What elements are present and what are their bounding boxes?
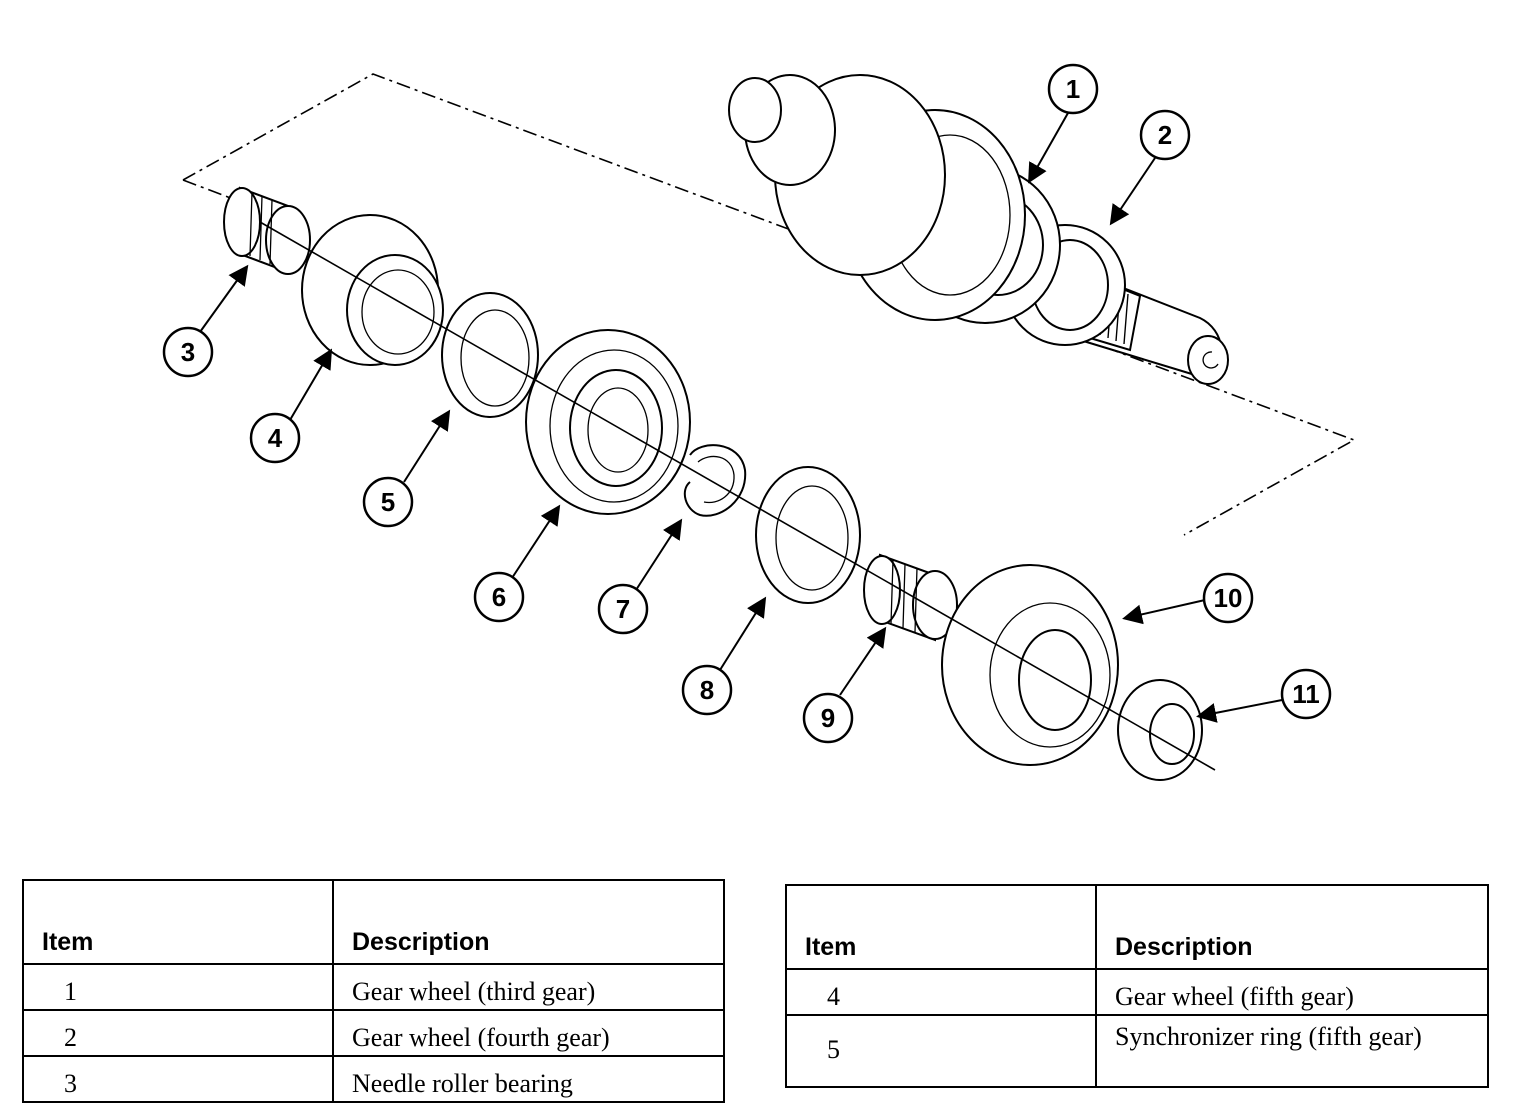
callout-8: 8 bbox=[681, 664, 733, 716]
svg-text:2: 2 bbox=[1158, 120, 1172, 150]
svg-text:7: 7 bbox=[616, 594, 630, 624]
callout-2: 2 bbox=[1139, 109, 1191, 161]
svg-text:11: 11 bbox=[1292, 679, 1320, 709]
needle-roller-bearing-3 bbox=[223, 186, 311, 275]
callout-6: 6 bbox=[473, 571, 525, 623]
item-number: 4 bbox=[785, 968, 1097, 1016]
callout-5: 5 bbox=[362, 476, 414, 528]
fifth-gear-wheel-4 bbox=[301, 214, 444, 366]
legend-table-right: Item Description 4 Gear wheel (fifth gea… bbox=[785, 884, 1489, 1088]
svg-text:4: 4 bbox=[268, 423, 283, 453]
svg-text:6: 6 bbox=[492, 582, 506, 612]
item-description: Gear wheel (fourth gear) bbox=[332, 1009, 725, 1057]
svg-text:5: 5 bbox=[381, 487, 395, 517]
legend-table-left: Item Description 1 Gear wheel (third gea… bbox=[22, 879, 725, 1103]
table-row: 1 Gear wheel (third gear) bbox=[22, 963, 725, 1011]
svg-text:9: 9 bbox=[821, 703, 835, 733]
needle-roller-bearing-9 bbox=[863, 553, 958, 642]
item-description: Synchronizer ring (fifth gear) bbox=[1095, 1014, 1489, 1088]
svg-text:1: 1 bbox=[1066, 74, 1080, 104]
callout-1: 1 bbox=[1047, 63, 1099, 115]
table-row: 4 Gear wheel (fifth gear) bbox=[785, 968, 1489, 1016]
column-header-item: Item bbox=[22, 879, 334, 965]
callout-4: 4 bbox=[249, 412, 301, 464]
table-row: 3 Needle roller bearing bbox=[22, 1055, 725, 1103]
svg-text:8: 8 bbox=[700, 675, 714, 705]
center-axis-line bbox=[259, 221, 1216, 771]
column-header-item: Item bbox=[785, 884, 1097, 970]
synchronizer-ring-5 bbox=[441, 292, 539, 418]
leader-lines bbox=[199, 112, 1283, 723]
bearing-cone-11 bbox=[1117, 679, 1203, 781]
table-row: 5 Synchronizer ring (fifth gear) bbox=[785, 1014, 1489, 1088]
column-header-description: Description bbox=[1095, 884, 1489, 970]
synchronizer-ring-8 bbox=[755, 466, 861, 604]
item-number: 1 bbox=[22, 963, 334, 1011]
item-description: Gear wheel (fifth gear) bbox=[1095, 968, 1489, 1016]
legend-header-row: Item Description bbox=[22, 879, 725, 965]
item-number: 2 bbox=[22, 1009, 334, 1057]
legend-header-row: Item Description bbox=[785, 884, 1489, 970]
snap-ring-7 bbox=[683, 444, 747, 517]
item-description: Needle roller bearing bbox=[332, 1055, 725, 1103]
callout-11: 11 bbox=[1280, 668, 1332, 720]
svg-text:10: 10 bbox=[1214, 583, 1243, 613]
mainshaft-assembly bbox=[728, 74, 1229, 385]
column-header-description: Description bbox=[332, 879, 725, 965]
exploded-gear-diagram: 1 2 3 4 5 6 7 8 9 10 11 bbox=[162, 63, 1356, 781]
svg-text:3: 3 bbox=[181, 337, 195, 367]
helical-gear-10 bbox=[941, 564, 1119, 766]
table-row: 2 Gear wheel (fourth gear) bbox=[22, 1009, 725, 1057]
callout-3: 3 bbox=[162, 326, 214, 378]
item-number: 5 bbox=[785, 1014, 1097, 1088]
callout-9: 9 bbox=[802, 692, 854, 744]
item-number: 3 bbox=[22, 1055, 334, 1103]
item-description: Gear wheel (third gear) bbox=[332, 963, 725, 1011]
callout-10: 10 bbox=[1202, 572, 1254, 624]
callout-7: 7 bbox=[597, 583, 649, 635]
